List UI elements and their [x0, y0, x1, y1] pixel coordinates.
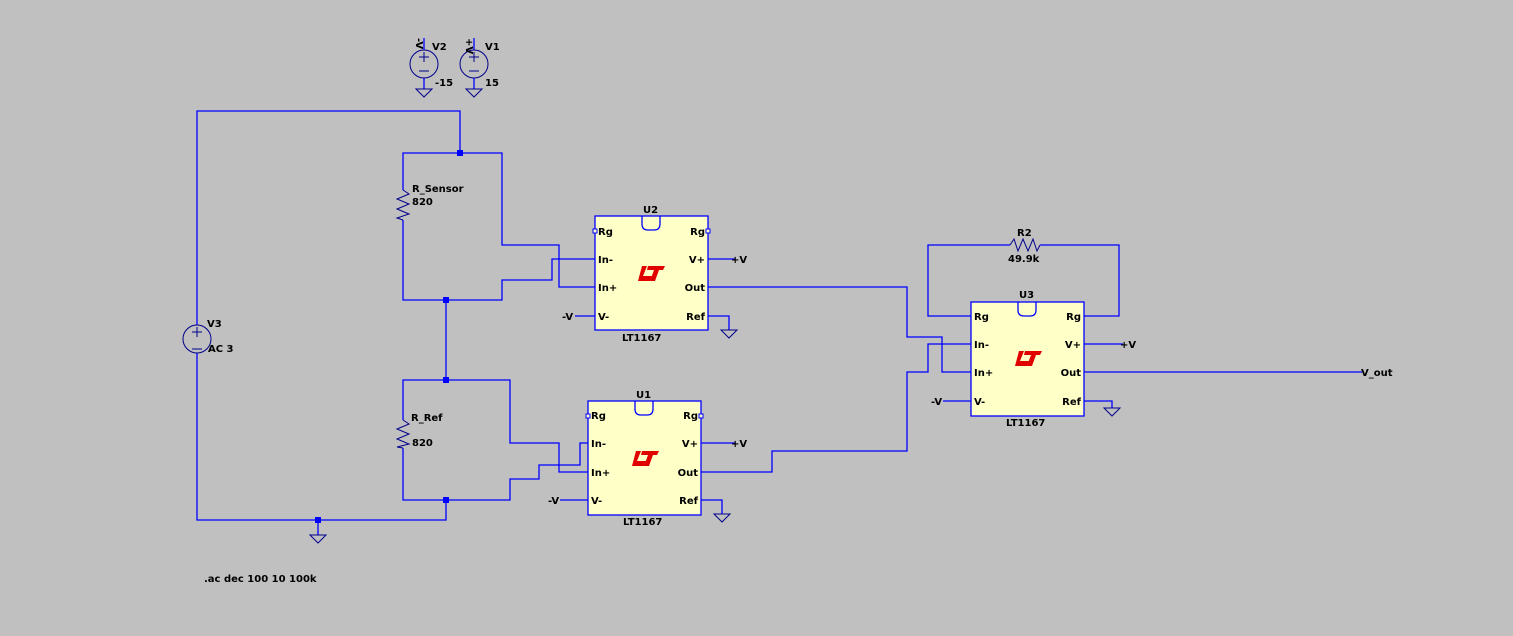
junction-node: [443, 497, 449, 503]
wire-net-ref: [402, 377, 588, 503]
pin-label: Out: [678, 468, 699, 479]
pin-label: V+: [1065, 340, 1081, 351]
v1-ref-label: V1: [485, 42, 500, 53]
output-net[interactable]: V_out: [1084, 368, 1393, 379]
pin-label: In+: [974, 368, 993, 379]
net-label-minus-v: -V: [562, 312, 573, 323]
pin-label: V-: [598, 312, 609, 323]
u1-part-label: LT1167: [623, 517, 662, 528]
r-sensor-value-label: 820: [412, 197, 433, 208]
pin-label: Rg: [598, 227, 613, 238]
pin-label: Out: [685, 283, 706, 294]
junction-node: [443, 377, 449, 383]
lt-logo-icon: [638, 266, 665, 281]
chip-notch-icon: [641, 216, 661, 231]
pin-label: V+: [689, 255, 705, 266]
wire-net-excitation: [196, 110, 461, 544]
pin-marker: [698, 413, 704, 419]
pin-label: Rg: [690, 227, 705, 238]
pin-label: V-: [591, 496, 602, 507]
v2-ref-label: V2: [432, 42, 447, 53]
v3-value-label: AC 3: [208, 344, 234, 355]
net-label-plus-v: +V: [731, 439, 747, 450]
spice-directive[interactable]: .ac dec 100 10 100k: [204, 574, 317, 585]
resistor-r-ref[interactable]: R_Ref 820: [395, 413, 443, 449]
amplifier-u3[interactable]: U3 LT1167 Rg In- In+ V- Rg V+ Out Ref +V…: [931, 290, 1136, 429]
v2-value-label: -15: [435, 78, 453, 89]
r-sensor-ref-label: R_Sensor: [412, 184, 464, 195]
ground-icon: [308, 534, 328, 544]
r2-ref-label: R2: [1017, 228, 1032, 239]
pin-label: Rg: [591, 411, 606, 422]
ground-icon: [464, 88, 484, 98]
net-label-minus-v: -V: [413, 38, 424, 49]
chip-notch-icon: [1017, 302, 1037, 317]
pin-label: Rg: [683, 411, 698, 422]
voltage-source-v1[interactable]: +V V1 15: [459, 38, 500, 98]
voltage-source-icon: [182, 324, 212, 354]
wire-net-sensor: [402, 150, 596, 380]
u2-part-label: LT1167: [622, 333, 661, 344]
r2-value-label: 49.9k: [1008, 254, 1040, 265]
net-label-minus-v: -V: [931, 397, 942, 408]
ground-icon: [712, 513, 732, 523]
pin-marker: [592, 228, 598, 234]
pin-label: Rg: [1066, 312, 1081, 323]
chip-body: [587, 400, 702, 516]
pin-marker: [705, 228, 711, 234]
pin-label: In+: [591, 468, 610, 479]
net-label-minus-v: -V: [548, 496, 559, 507]
junction-node: [315, 517, 321, 523]
u1-ref-label: U1: [636, 390, 651, 401]
net-label-plus-v: +V: [463, 38, 474, 54]
lt-logo-icon: [1015, 351, 1042, 366]
voltage-source-v2[interactable]: -V V2 -15: [409, 38, 453, 98]
pin-marker: [585, 413, 591, 419]
pin-label: In-: [591, 439, 606, 450]
ground-icon: [1102, 407, 1122, 417]
amplifier-u1[interactable]: U1 LT1167 Rg In- In+ V- Rg V+ Out Ref +V…: [548, 390, 747, 528]
v3-ref-label: V3: [207, 319, 222, 330]
net-label-plus-v: +V: [731, 255, 747, 266]
resistor-icon: [1009, 237, 1041, 253]
wire-net-stage2: [701, 286, 972, 473]
chip-notch-icon: [634, 401, 654, 416]
resistor-r2[interactable]: R2 49.9k: [927, 228, 1120, 317]
pin-label: Ref: [679, 496, 698, 507]
u2-ref-label: U2: [643, 205, 658, 216]
ground-icon: [414, 88, 434, 98]
chip-body: [594, 215, 709, 331]
resistor-icon: [395, 189, 411, 221]
v1-value-label: 15: [485, 78, 499, 89]
u3-ref-label: U3: [1019, 290, 1034, 301]
r-ref-ref-label: R_Ref: [411, 413, 443, 424]
resistor-icon: [395, 419, 411, 449]
pin-label: Ref: [686, 312, 705, 323]
pin-label: In-: [974, 340, 989, 351]
pin-label: Ref: [1062, 397, 1081, 408]
r-ref-value-label: 820: [412, 438, 433, 449]
lt-logo-icon: [632, 451, 659, 466]
pin-label: In+: [598, 283, 617, 294]
junction-node: [457, 150, 463, 156]
pin-label: V+: [682, 439, 698, 450]
pin-label: Rg: [974, 312, 989, 323]
voltage-source-v3[interactable]: V3 AC 3: [182, 319, 234, 355]
ground-icon: [719, 329, 739, 339]
chip-body: [970, 301, 1085, 417]
pin-label: V-: [974, 397, 985, 408]
resistor-r-sensor[interactable]: R_Sensor 820: [395, 184, 464, 221]
pin-label: Out: [1061, 368, 1082, 379]
pin-label: In-: [598, 255, 613, 266]
net-label-plus-v: +V: [1120, 340, 1136, 351]
net-label-v-out: V_out: [1361, 368, 1393, 379]
amplifier-u2[interactable]: U2 LT1167 Rg In- In+ V- Rg V+ Out Ref +V…: [562, 205, 747, 344]
u3-part-label: LT1167: [1006, 418, 1045, 429]
